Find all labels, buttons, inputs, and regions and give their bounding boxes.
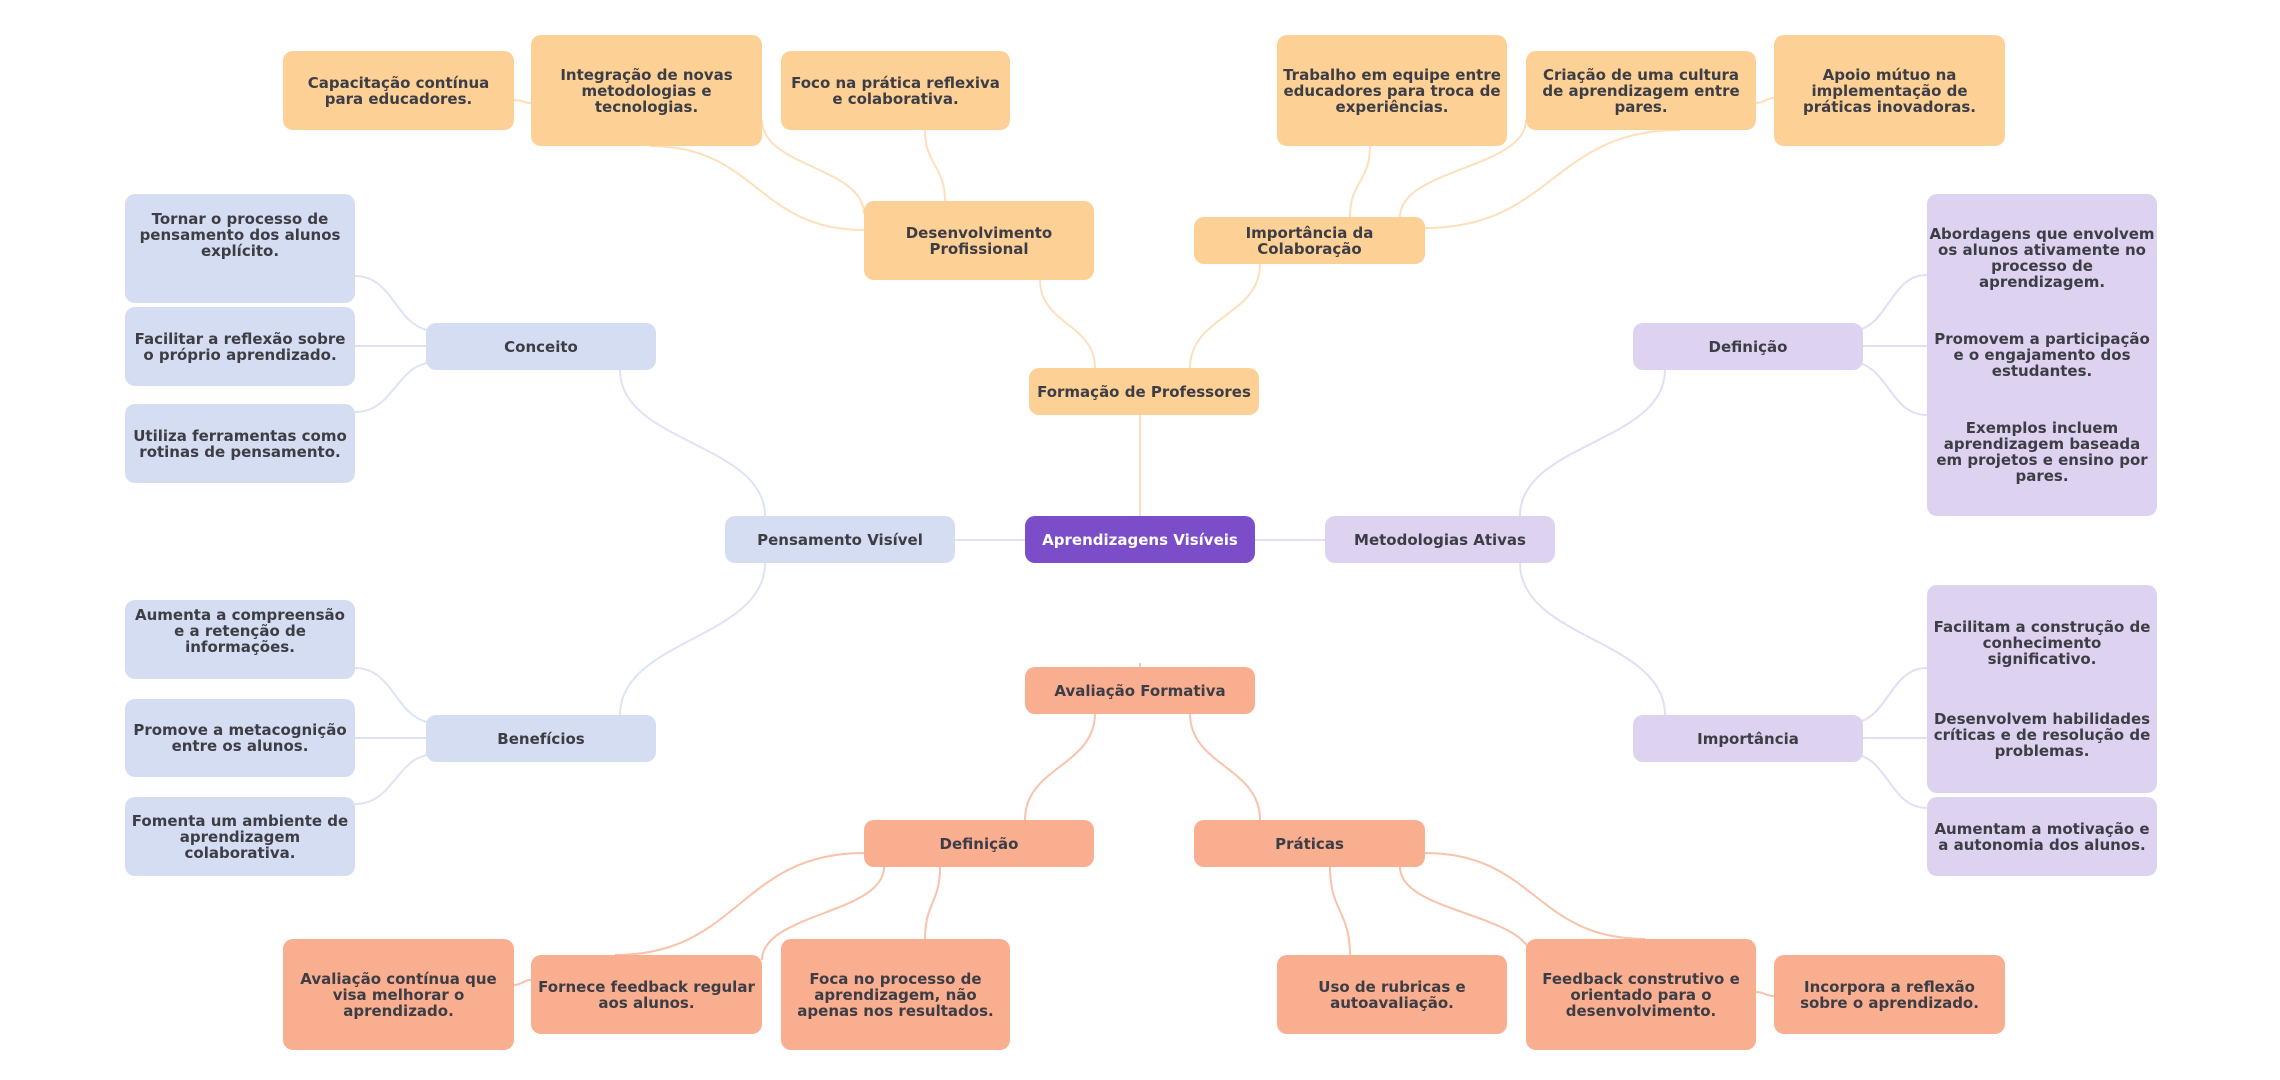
connector-line — [761, 866, 885, 961]
leaf-node[interactable]: Facilitar a reflexão sobre o próprio apr… — [125, 307, 355, 386]
leaf-node[interactable]: Foco na prática reflexiva e colaborativa… — [781, 51, 1010, 130]
connector-line — [761, 119, 865, 215]
leaf-node[interactable]: Uso de rubricas e autoavaliação. — [1277, 955, 1507, 1034]
leaf-group-definicao: Abordagens que envolvem os alunos ativam… — [1927, 194, 2157, 516]
subtopic-beneficios[interactable]: Benefícios — [426, 715, 656, 762]
connector-line — [1349, 145, 1371, 218]
subtopic-desenvolvimento-profissional[interactable]: Desenvolvimento Profissional — [864, 201, 1094, 280]
connector-line — [1519, 562, 1666, 716]
connector-line — [1399, 866, 1533, 961]
connector-line — [1424, 129, 1681, 229]
leaf-node[interactable]: Aumentam a motivação e a autonomia dos a… — [1927, 797, 2157, 876]
leaf-node[interactable]: Integração de novas metodologias e tecno… — [531, 35, 762, 146]
subtopic-importancia[interactable]: Importância — [1633, 715, 1863, 762]
leaf-node[interactable]: Trabalho em equipe entre educadores para… — [1277, 35, 1507, 146]
leaf-node[interactable]: Exemplos incluem aprendizagem baseada em… — [1936, 418, 2148, 485]
connector-line — [1024, 712, 1096, 821]
leaf-node[interactable]: Feedback construtivo e orientado para o … — [1526, 939, 1756, 1050]
connector-line — [619, 562, 766, 716]
connector-line — [1189, 712, 1261, 821]
connector-line — [619, 369, 766, 517]
connector-line — [1424, 852, 1646, 940]
branch-avaliacao-formativa[interactable]: Avaliação Formativa — [1025, 667, 1255, 714]
connector-line — [513, 979, 532, 986]
leaf-node[interactable]: Incorpora a reflexão sobre o aprendizado… — [1774, 955, 2005, 1034]
leaf-node[interactable]: Avaliação contínua que visa melhorar o a… — [283, 939, 514, 1050]
leaf-node[interactable]: Facilitam a construção de conhecimento s… — [1933, 618, 2151, 668]
subtopic-praticas[interactable]: Práticas — [1194, 820, 1425, 867]
root-node[interactable]: Aprendizagens Visíveis — [1025, 516, 1255, 563]
connector-line — [1755, 991, 1775, 997]
connector-line — [1849, 753, 1928, 809]
subtopic-conceito[interactable]: Conceito — [426, 323, 656, 370]
subtopic-importancia-da-colaboracao[interactable]: Importância da Colaboração — [1194, 217, 1425, 264]
connector-line — [924, 129, 946, 202]
leaf-node[interactable]: Utiliza ferramentas como rotinas de pens… — [125, 404, 355, 483]
connector-line — [354, 275, 437, 332]
subtopic-definicao[interactable]: Definição — [1633, 323, 1863, 370]
connector-line — [354, 667, 437, 724]
connector-line — [614, 852, 865, 956]
leaf-group-importancia: Facilitam a construção de conhecimento s… — [1927, 585, 2157, 793]
leaf-node[interactable]: Capacitação contínua para educadores. — [283, 51, 514, 130]
leaf-node[interactable]: Fomenta um ambiente de aprendizagem cola… — [125, 797, 355, 876]
connector-line — [354, 753, 437, 805]
branch-formacao-de-professores[interactable]: Formação de Professores — [1029, 368, 1259, 415]
connector-line — [1329, 866, 1351, 956]
leaf-node[interactable]: Foca no processo de aprendizagem, não ap… — [781, 939, 1010, 1050]
connector-line — [1039, 279, 1096, 369]
leaf-node[interactable]: Apoio mútuo na implementação de práticas… — [1774, 35, 2005, 146]
connector-line — [1189, 263, 1261, 369]
connector-line — [649, 145, 865, 231]
leaf-node[interactable]: Desenvolvem habilidades críticas e de re… — [1933, 710, 2151, 760]
connector-line — [513, 99, 532, 104]
subtopic-definicao[interactable]: Definição — [864, 820, 1094, 867]
branch-metodologias-ativas[interactable]: Metodologias Ativas — [1325, 516, 1555, 563]
branch-pensamento-visivel[interactable]: Pensamento Visível — [725, 516, 955, 563]
connector-line — [1849, 274, 1928, 332]
connector-line — [1755, 97, 1775, 104]
leaf-node[interactable]: Criação de uma cultura de aprendizagem e… — [1526, 51, 1756, 130]
leaf-node[interactable]: Abordagens que envolvem os alunos ativam… — [1929, 225, 2155, 292]
leaf-node[interactable]: Promovem a participação e o engajamento … — [1934, 329, 2150, 380]
connector-line — [1849, 361, 1928, 416]
connector-line — [1849, 667, 1928, 724]
leaf-node[interactable]: Fornece feedback regular aos alunos. — [531, 955, 762, 1034]
leaf-node[interactable]: Promove a metacognição entre os alunos. — [125, 699, 355, 777]
connector-line — [924, 866, 941, 940]
leaf-node[interactable]: Aumenta a compreensão e a retenção de in… — [125, 600, 355, 679]
connector-line — [354, 361, 437, 413]
leaf-node[interactable]: Tornar o processo de pensamento dos alun… — [125, 194, 355, 303]
connector-line — [1519, 369, 1666, 517]
connector-line — [1399, 119, 1527, 218]
